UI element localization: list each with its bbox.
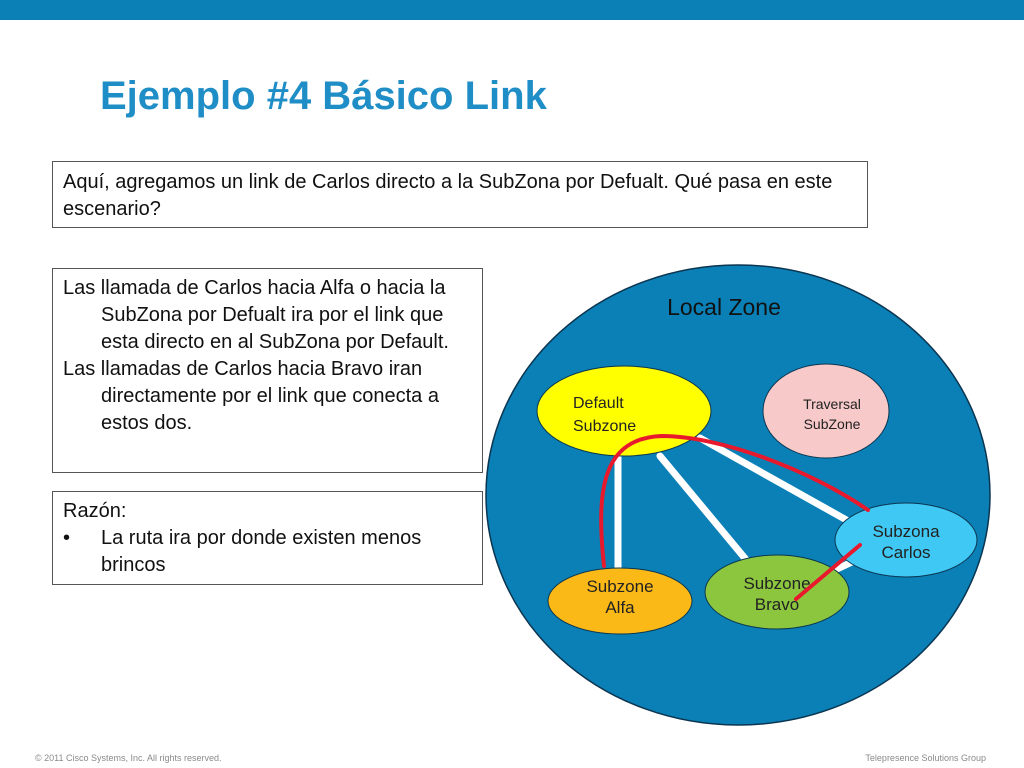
reason-item-text: La ruta ira por donde existen menos brin… [101,527,422,576]
link-bravo-carlos [816,558,856,581]
bullet-icon: • [63,527,71,549]
local-zone-circle [485,264,991,726]
explanation-box: Las llamada de Carlos hacia Alfa o hacia… [52,268,483,473]
local-zone-label: Local Zone [667,294,781,320]
intro-box: Aquí, agregamos un link de Carlos direct… [52,161,868,228]
intro-text: Aquí, agregamos un link de Carlos direct… [63,171,833,220]
subzona-carlos-label-line1: Subzona [872,522,940,541]
reason-label: Razón: [63,500,127,522]
carlos-to-alfa-path [599,433,870,568]
explanation-paragraph-1: Las llamada de Carlos hacia Alfa o hacia… [63,277,449,353]
default-subzone-node [536,365,712,457]
zone-links [614,434,856,581]
subzone-bravo-label-line1: Subzone [743,574,810,593]
traversal-subzone-node [762,363,890,459]
subzone-alfa-label-line2: Alfa [605,598,635,617]
footer-group: Telepresence Solutions Group [865,753,986,763]
subzona-carlos-node [834,502,978,578]
subzone-bravo-label-line2: Bravo [755,595,799,614]
link-default-bravo [656,452,752,566]
subzone-alfa-node [547,567,693,635]
slide-title: Ejemplo #4 Básico Link [100,74,547,118]
call-paths [599,433,870,601]
subzona-carlos-label-line2: Carlos [881,543,930,562]
subzone-bravo-node [704,554,850,630]
top-banner [0,0,1024,20]
subzone-alfa-label-line1: Subzone [586,577,653,596]
reason-box: Razón: • La ruta ira por donde existen m… [52,491,483,585]
footer-copyright: © 2011 Cisco Systems, Inc. All rights re… [35,753,222,763]
traversal-subzone-label-line2: SubZone [804,416,861,432]
reason-list-item: • La ruta ira por donde existen menos br… [63,525,472,579]
default-subzone-label-line1: Default [573,395,624,412]
explanation-paragraph-2: Las llamadas de Carlos hacia Bravo iran … [63,358,439,434]
default-subzone-label-line2: Subzone [573,418,636,435]
link-default-carlos [696,434,854,526]
carlos-to-bravo-path [794,543,862,601]
traversal-subzone-label-line1: Traversal [803,396,861,412]
